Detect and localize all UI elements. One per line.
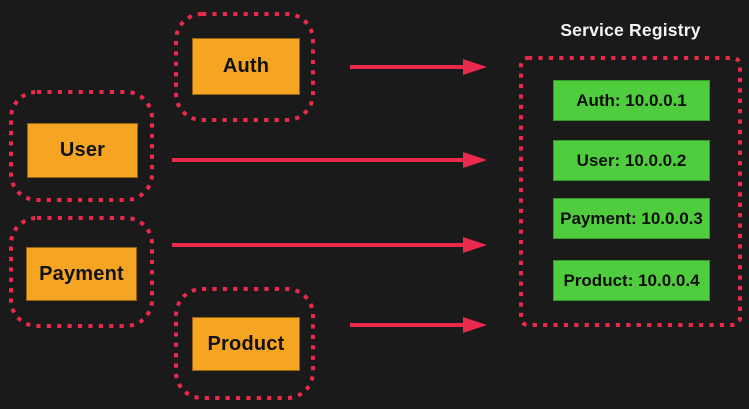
service-node-payment: Payment [26,247,137,301]
service-node-product: Product [192,317,300,371]
auth-to-registry-arrow [350,59,487,75]
product-to-registry-arrow [350,317,487,333]
registry-entry-auth: Auth: 10.0.0.1 [553,80,710,121]
payment-group-dotted-border [9,216,154,328]
product-group-dotted-border [174,287,315,400]
payment-to-registry-arrow [172,237,487,253]
registry-entry-product: Product: 10.0.0.4 [553,260,710,301]
registry-entry-user: User: 10.0.0.2 [553,140,710,181]
auth-group-dotted-border [174,12,315,122]
registry-dotted-border [519,56,742,327]
service-node-auth: Auth [192,38,300,95]
service-node-user: User [27,123,138,178]
registry-title: Service Registry [560,20,701,40]
registry-entry-payment: Payment: 10.0.0.3 [553,198,710,239]
user-group-dotted-border [9,90,154,202]
user-to-registry-arrow [172,152,487,168]
